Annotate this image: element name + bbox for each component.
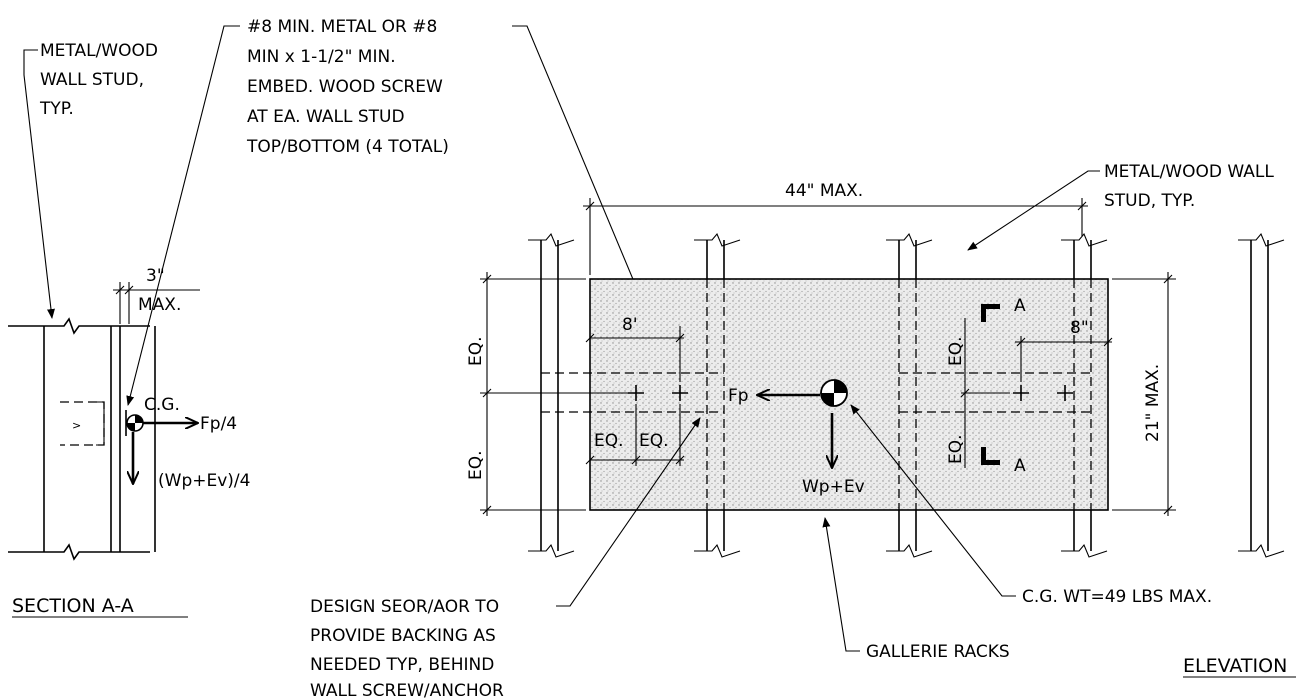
section-top-break-line <box>8 317 150 335</box>
elev-eq-label: EQ. <box>946 434 966 464</box>
section-rack-profile <box>60 401 105 446</box>
note-line: METAL/WOOD <box>40 41 158 61</box>
stud-note-right: METAL/WOOD WALL STUD, TYP. <box>1104 162 1274 211</box>
section-marker-bottom: A <box>981 447 1026 476</box>
section-dim-label: 3" <box>146 266 165 286</box>
svg-text:A: A <box>1014 296 1026 316</box>
backing-hidden-lines <box>541 372 1091 413</box>
elev-eq-label: EQ. <box>946 336 966 366</box>
screw-note: #8 MIN. METAL OR #8 MIN x 1-1/2" MIN. EM… <box>246 17 449 157</box>
elevation-title: ELEVATION <box>1183 655 1287 677</box>
section-wp-label: (Wp+Ev)/4 <box>158 471 250 491</box>
rack-note: GALLERIE RACKS <box>866 642 1010 662</box>
svg-text:A: A <box>1014 456 1026 476</box>
section-fp-label: Fp/4 <box>200 414 237 434</box>
note-line: WALL SCREW/ANCHOR <box>310 681 504 698</box>
note-line: #8 MIN. METAL OR #8 <box>247 17 437 37</box>
note-leaders <box>23 25 1100 406</box>
elev-eq-label: EQ. <box>466 336 486 366</box>
note-line: DESIGN SEOR/AOR TO <box>310 597 499 617</box>
bottom-note-leaders <box>556 404 1016 652</box>
svg-text:>: > <box>72 419 81 432</box>
note-line: STUD, TYP. <box>1104 191 1195 211</box>
elev-height-dim-label: 21" MAX. <box>1143 364 1163 442</box>
elev-left-offset-label: 8' <box>622 315 638 335</box>
backing-note: DESIGN SEOR/AOR TO PROVIDE BACKING AS NE… <box>310 597 504 698</box>
gallerie-rack-panel <box>589 278 1109 511</box>
note-line: WALL STUD, <box>40 70 144 90</box>
elev-wp-label: Wp+Ev <box>802 477 865 497</box>
note-line: METAL/WOOD WALL <box>1104 162 1274 182</box>
note-line: TOP/BOTTOM (4 TOTAL) <box>246 137 449 157</box>
section-marker-top: A <box>981 296 1026 322</box>
note-line: PROVIDE BACKING AS <box>310 626 496 646</box>
elev-fp-label: Fp <box>728 386 749 406</box>
section-rack-edge <box>96 401 105 446</box>
section-title: SECTION A-A <box>12 595 134 617</box>
wall-studs <box>528 232 1285 558</box>
elev-cg-symbol <box>820 379 848 407</box>
elev-eq-label: EQ. <box>639 431 669 451</box>
stud-note-left: METAL/WOOD WALL STUD, TYP. <box>39 41 158 119</box>
elevation: 44" MAX. 21" MAX. EQ. EQ. 8' EQ. EQ. <box>466 181 1296 678</box>
cg-note: C.G. WT=49 LBS MAX. <box>1022 587 1212 607</box>
section-dim-max-label: MAX. <box>138 295 181 315</box>
note-line: TYP. <box>39 99 74 119</box>
elev-eq-label: EQ. <box>466 450 486 480</box>
note-line: NEEDED TYP, BEHIND <box>310 655 494 675</box>
elev-right-offset-label: 8" <box>1070 318 1089 338</box>
elev-eq-label: EQ. <box>594 431 624 451</box>
section-a-a: > 3" MAX. C.G. Fp/4 (Wp+Ev)/4 SECTION A-… <box>8 266 250 618</box>
section-cg-label: C.G. <box>144 395 180 415</box>
note-line: EMBED. WOOD SCREW <box>247 77 443 97</box>
note-line: MIN x 1-1/2" MIN. <box>247 47 396 67</box>
elev-width-dim-label: 44" MAX. <box>785 181 863 201</box>
section-cg-symbol <box>125 410 144 436</box>
section-bottom-break-line <box>8 543 150 561</box>
note-line: AT EA. WALL STUD <box>247 107 405 127</box>
